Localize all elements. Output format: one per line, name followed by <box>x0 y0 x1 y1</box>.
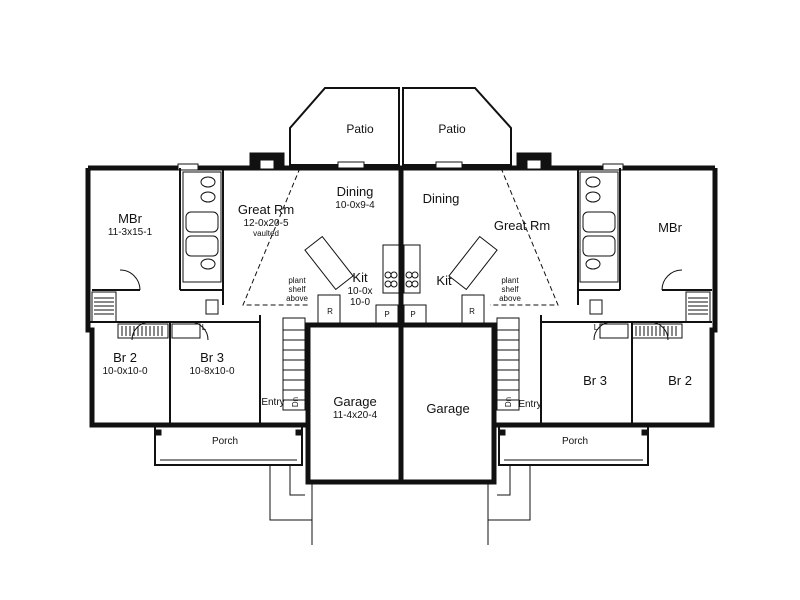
left-master-bedroom-label: MBr <box>118 211 143 226</box>
left-plant-shelf-2: shelf <box>289 285 307 294</box>
right-dining-label: Dining <box>423 191 460 206</box>
right-plant-shelf-3: above <box>499 294 521 303</box>
left-garage-size: 11-4x20-4 <box>333 410 378 421</box>
left-porch-label: Porch <box>212 436 238 447</box>
left-kitchen-size-1: 10-0x <box>347 286 372 297</box>
left-garage-label: Garage <box>333 394 376 409</box>
right-master-bedroom-label: MBr <box>658 220 683 235</box>
left-bedroom-2-size: 10-0x10-0 <box>102 366 147 377</box>
left-entry-label: Entry <box>261 397 284 408</box>
vaulted-ceiling-lines <box>242 167 559 306</box>
left-bedroom-2-label: Br 2 <box>113 350 137 365</box>
right-stair-down-label: Dn <box>504 397 513 407</box>
left-bedroom-3-size: 10-8x10-0 <box>189 366 234 377</box>
left-unit-labels: Patio Dining 10-0x9-4 Great Rm 12-0x20-5… <box>102 122 389 447</box>
left-linen-label: L <box>202 323 207 332</box>
left-kitchen-label: Kit <box>352 270 368 285</box>
right-plant-shelf-1: plant <box>501 276 519 285</box>
left-great-room-label: Great Rm <box>238 202 294 217</box>
left-master-bedroom-size: 11-3x15-1 <box>108 227 153 238</box>
left-plant-shelf-3: above <box>286 294 308 303</box>
left-bedroom-3-label: Br 3 <box>200 350 224 365</box>
bathrooms <box>182 171 619 283</box>
right-entry-label: Entry <box>518 399 541 410</box>
left-great-room-size: 12-0x20-5 <box>243 218 288 229</box>
right-bedroom-3-label: Br 3 <box>583 373 607 388</box>
stairs <box>282 317 520 411</box>
left-stair-down-label: Dn <box>291 397 300 407</box>
closets <box>91 291 711 339</box>
right-pantry-label: P <box>410 310 415 319</box>
right-refrigerator-label: R <box>469 307 475 316</box>
kitchens <box>304 235 498 326</box>
porches <box>154 425 649 545</box>
left-pantry-label: P <box>384 310 389 319</box>
right-great-room-label: Great Rm <box>494 218 550 233</box>
left-refrigerator-label: R <box>327 307 333 316</box>
left-great-room-note: vaulted <box>253 229 279 238</box>
right-kitchen-label: Kit <box>436 273 452 288</box>
right-bedroom-2-label: Br 2 <box>668 373 692 388</box>
left-dining-size: 10-0x9-4 <box>335 200 375 211</box>
left-plant-shelf-1: plant <box>288 276 306 285</box>
left-dining-label: Dining <box>337 184 374 199</box>
walls <box>85 87 718 485</box>
left-kitchen-size-2: 10-0 <box>350 297 370 308</box>
right-plant-shelf-2: shelf <box>502 285 520 294</box>
right-garage-label: Garage <box>426 401 469 416</box>
right-unit-labels: Patio Dining Great Rm MBr Kit plant shel… <box>410 122 692 447</box>
right-porch-label: Porch <box>562 436 588 447</box>
left-patio-label: Patio <box>346 122 374 136</box>
right-patio-label: Patio <box>438 122 466 136</box>
right-linen-label: L <box>594 323 599 332</box>
